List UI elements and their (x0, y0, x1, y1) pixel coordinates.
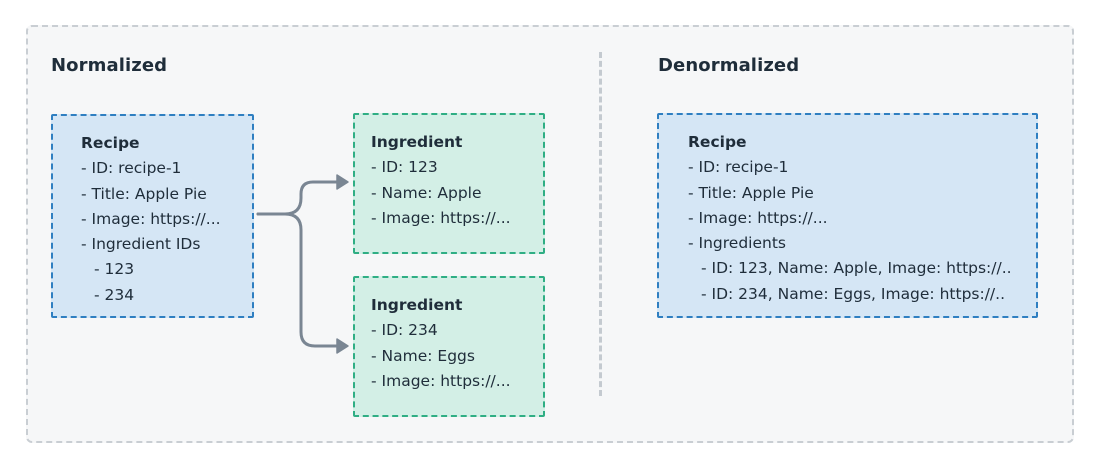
connector-to-apple (256, 180, 341, 216)
recipe-ingredient-ids: - Ingredient IDs (81, 235, 201, 254)
arrowhead-eggs (336, 338, 349, 354)
recipe-id: - ID: recipe-1 (688, 158, 789, 177)
recipe-ingredient-id-2: - 234 (94, 285, 135, 304)
ingredient-box-title: Ingredient (371, 296, 463, 314)
ingredient-box-eggs: Ingredient - ID: 234 - Name: Eggs - Imag… (353, 276, 545, 417)
ingredient-id: - ID: 123 (371, 158, 438, 177)
recipe-image: - Image: https://... (81, 209, 221, 228)
ingredient-name: - Name: Apple (371, 183, 482, 202)
recipe-box-title: Recipe (688, 133, 747, 151)
recipe-image: - Image: https://... (688, 208, 828, 227)
recipe-title: - Title: Apple Pie (688, 183, 814, 202)
ingredient-name: - Name: Eggs (371, 346, 475, 365)
recipe-id: - ID: recipe-1 (81, 159, 182, 178)
embedded-ingredient-1: - ID: 123, Name: Apple, Image: https://.… (701, 259, 1012, 278)
ingredient-image: - Image: https://... (371, 371, 511, 390)
ingredient-box-apple: Ingredient - ID: 123 - Name: Apple - Ima… (353, 113, 545, 254)
normalized-recipe-box: Recipe - ID: recipe-1 - Title: Apple Pie… (51, 114, 254, 318)
ingredient-box-title: Ingredient (371, 133, 463, 151)
connector-to-eggs (256, 212, 341, 348)
normalized-heading: Normalized (51, 55, 168, 76)
denormalized-recipe-box: Recipe - ID: recipe-1 - Title: Apple Pie… (657, 113, 1038, 318)
denormalized-heading: Denormalized (658, 55, 800, 76)
ingredient-id: - ID: 234 (371, 321, 438, 340)
recipe-ingredient-id-1: - 123 (94, 260, 135, 279)
recipe-title: - Title: Apple Pie (81, 184, 207, 203)
section-divider (599, 52, 602, 396)
embedded-ingredient-2: - ID: 234, Name: Eggs, Image: https://.. (701, 284, 1005, 303)
recipe-ingredients: - Ingredients (688, 234, 786, 253)
ingredient-image: - Image: https://... (371, 208, 511, 227)
arrowhead-apple (336, 174, 349, 190)
recipe-box-title: Recipe (81, 134, 140, 152)
